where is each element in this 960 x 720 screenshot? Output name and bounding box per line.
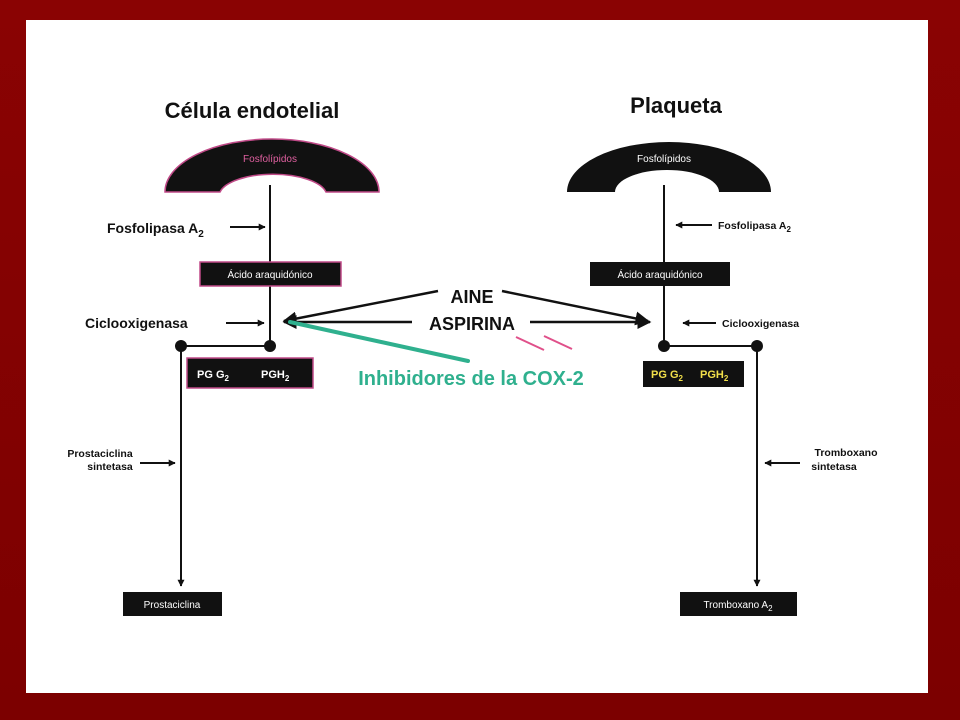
- slide-canvas: [26, 20, 928, 693]
- left-title: Célula endotelial: [165, 98, 340, 123]
- right-arachidonic-label: Ácido araquidónico: [617, 268, 702, 281]
- cox2-inhibition-line: [288, 320, 470, 363]
- right-product-box: [680, 592, 797, 616]
- left-pg-g2-label: PG G2: [197, 369, 230, 383]
- right-pg-h2-label: PGH2: [700, 369, 729, 383]
- right-title: Plaqueta: [630, 93, 722, 118]
- right-phospholipase-label: Fosfolipasa A2: [718, 220, 791, 234]
- left-phospholipase-label: Fosfolipasa A2: [107, 220, 204, 240]
- left-membrane-shape: [164, 138, 380, 193]
- right-product-label: Tromboxano A2: [703, 600, 773, 613]
- left-synthase-label-line1: Prostaciclina: [67, 448, 133, 460]
- right-pg-box: [643, 361, 744, 387]
- left-phospholipids-label: Fosfolípidos: [243, 154, 297, 165]
- right-pg-g2-label: PG G2: [651, 369, 684, 383]
- right-synthase-label-line1: Tromboxano: [814, 447, 877, 459]
- right-synthase-label-line2: sintetasa: [811, 461, 857, 473]
- left-product-label: Prostaciclina: [144, 600, 201, 611]
- left-arachidonic-label: Ácido araquidónico: [227, 268, 312, 281]
- right-cyclooxygenase-label: Ciclooxigenasa: [722, 318, 799, 330]
- left-product-box: [123, 592, 222, 616]
- aine-label: AINE: [450, 287, 493, 307]
- right-membrane-shape: [567, 142, 771, 192]
- aspirina-label: ASPIRINA: [429, 314, 515, 334]
- right-phospholipids-label: Fosfolípidos: [637, 154, 691, 165]
- cox2-inhibitors-label: Inhibidores de la COX-2: [358, 368, 584, 390]
- block-mark-2: [543, 335, 573, 350]
- right-arachidonic-box: [590, 262, 730, 286]
- left-node-pgh: [264, 340, 276, 352]
- left-pg-box: [186, 357, 314, 389]
- aine-right-arrow: [501, 289, 650, 326]
- left-arachidonic-box: [199, 261, 342, 287]
- left-synthase-label-line2: sintetasa: [87, 461, 133, 473]
- block-mark-1: [515, 336, 545, 351]
- right-node-pgg: [658, 340, 670, 352]
- aine-left-arrow: [282, 289, 439, 326]
- left-pg-h2-label: PGH2: [261, 369, 290, 383]
- left-cyclooxygenase-label: Ciclooxigenasa: [85, 315, 188, 331]
